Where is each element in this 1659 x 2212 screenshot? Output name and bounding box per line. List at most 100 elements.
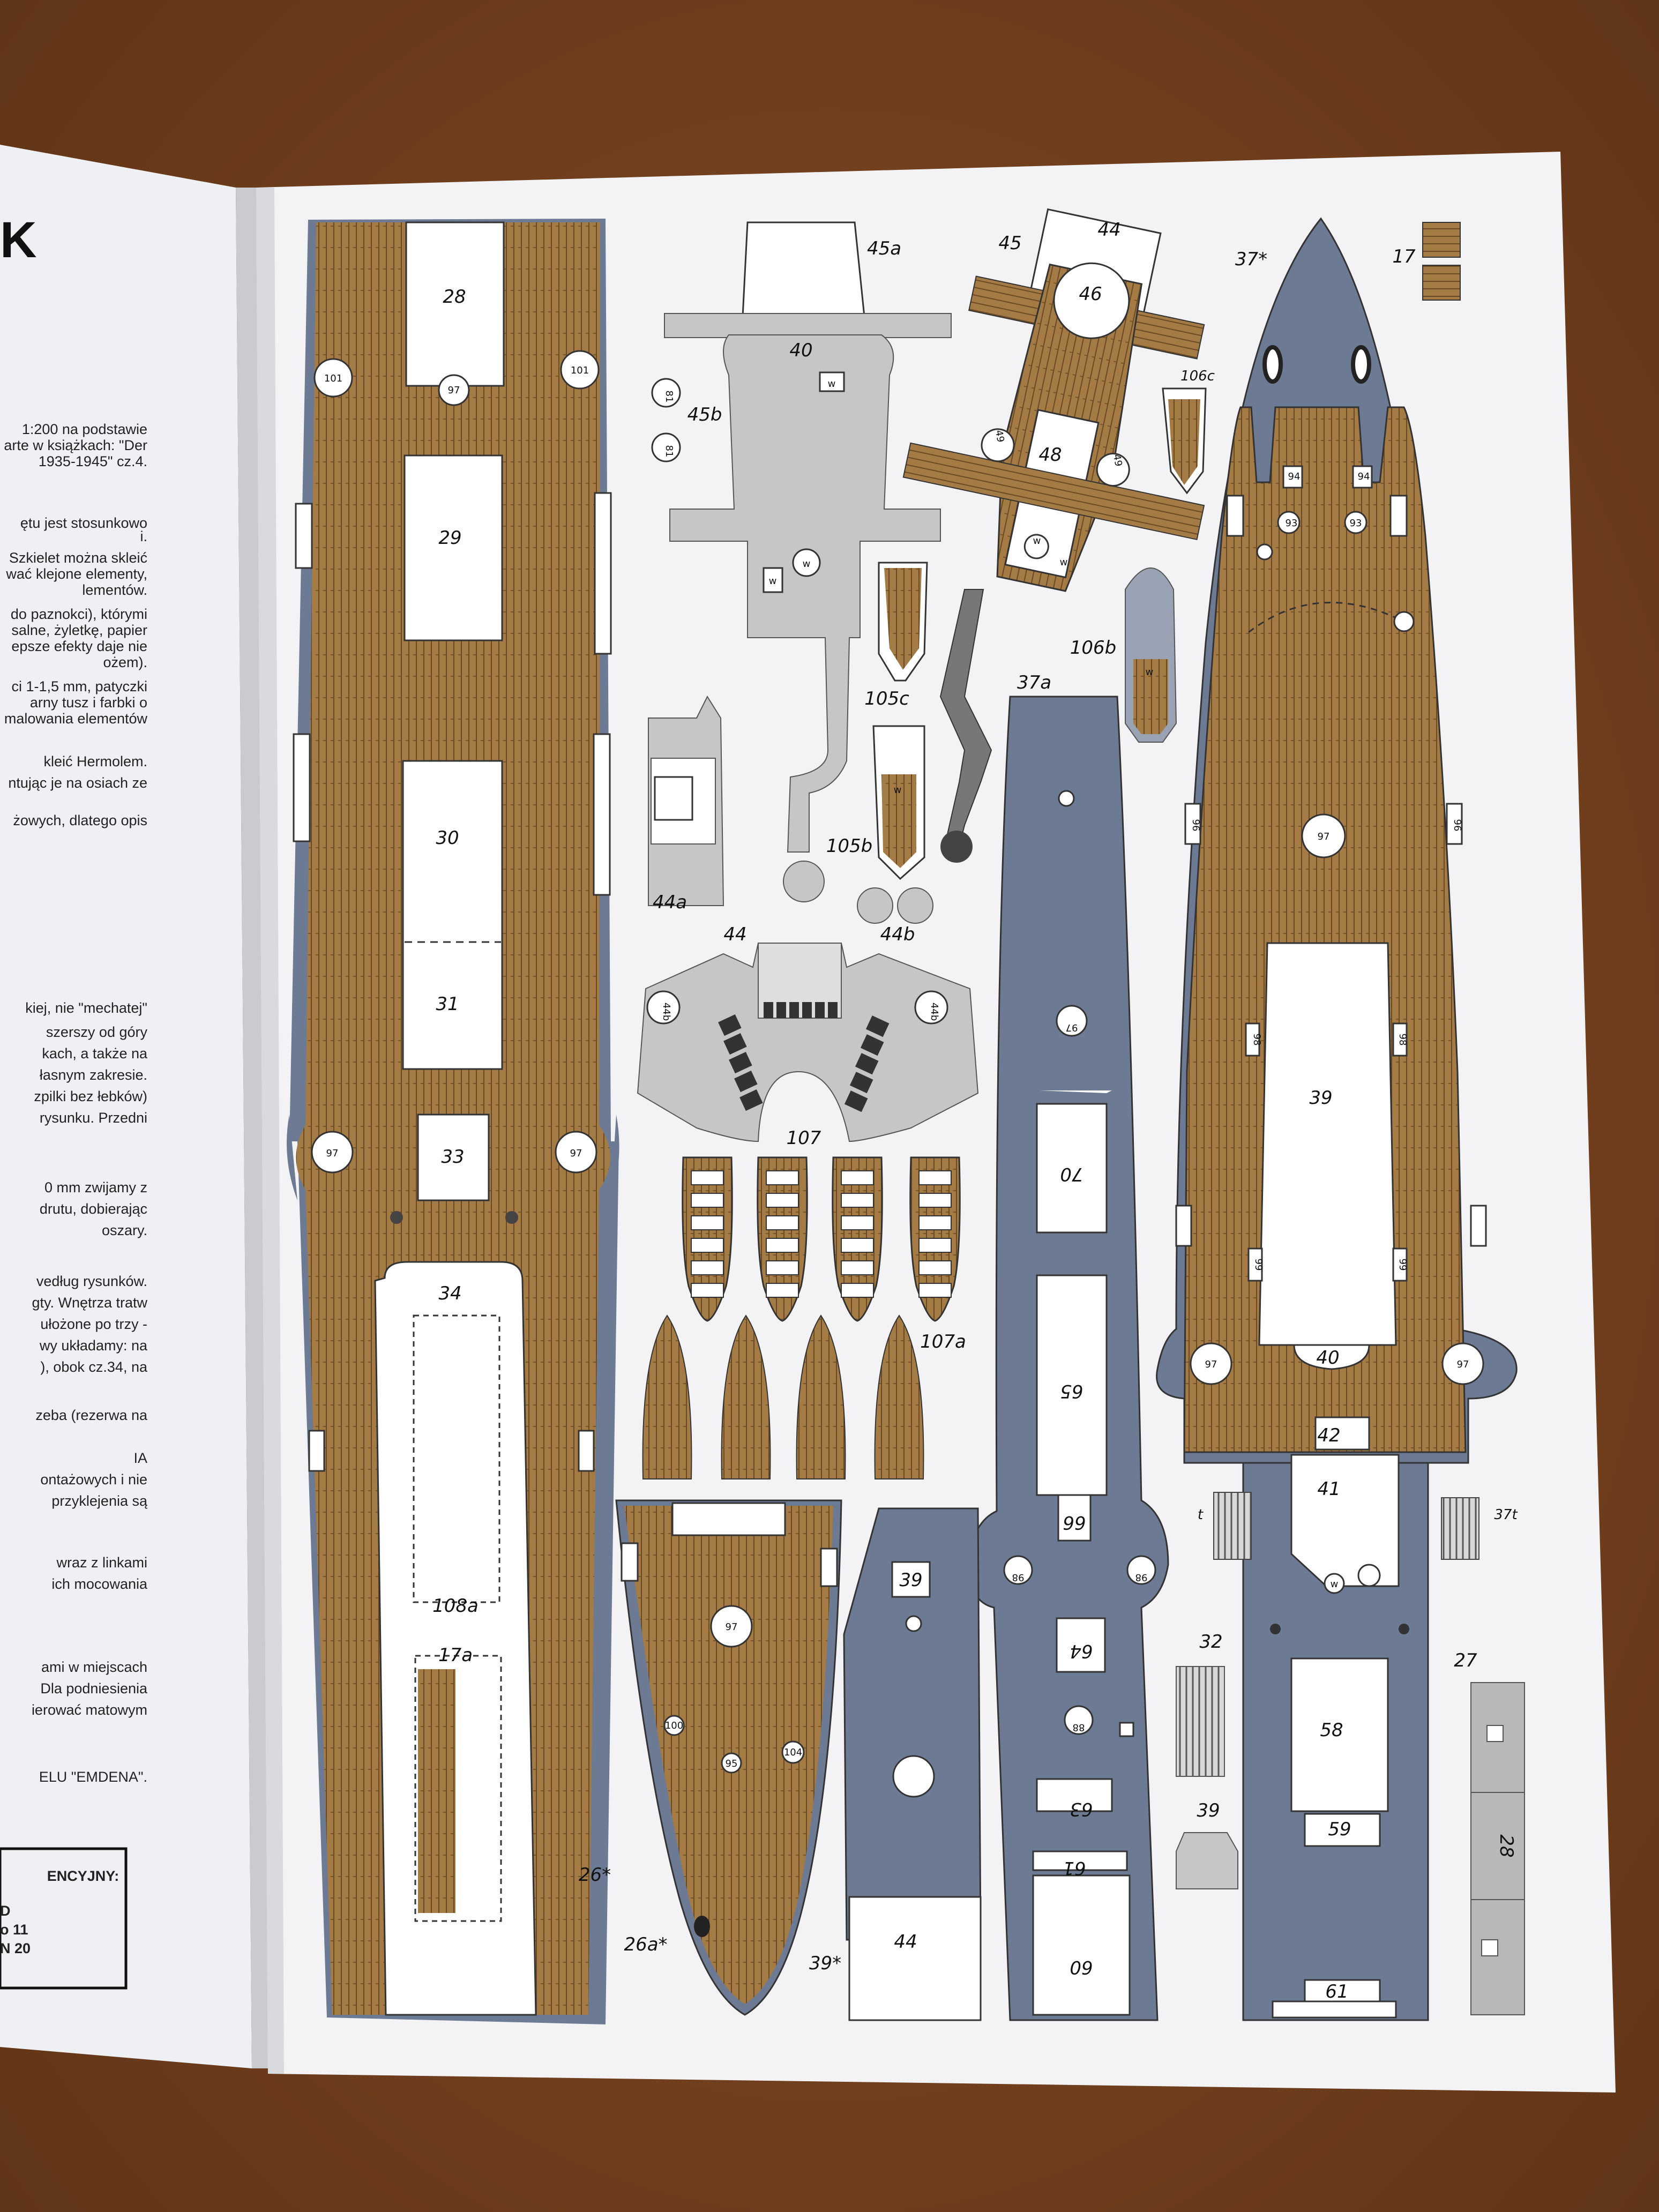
- part-label: 34: [438, 1283, 461, 1304]
- part-label: 17: [1392, 246, 1416, 267]
- bridge-window: [776, 1002, 786, 1018]
- part-label: 107a: [920, 1331, 966, 1352]
- part-label: 49: [1111, 453, 1124, 467]
- part-label: 45: [998, 233, 1021, 254]
- part-label: 26a*: [624, 1934, 667, 1955]
- lifeboat-thwart: [766, 1193, 799, 1208]
- info-box-line: o 11: [0, 1922, 28, 1938]
- left-page-line: żowych, dlatego opis: [13, 812, 147, 828]
- lifeboat-hull: [642, 1314, 692, 1479]
- bridge-window: [855, 1053, 879, 1075]
- left-page-line: wać klejone elementy,: [5, 566, 147, 582]
- left-page-line: ich mocowania: [51, 1576, 148, 1592]
- part-label: 40: [1316, 1347, 1339, 1369]
- part-label: 37t: [1494, 1507, 1518, 1523]
- part-label: 104: [784, 1747, 802, 1758]
- lifeboat-thwart: [918, 1260, 952, 1275]
- part-label: 58: [1320, 1720, 1343, 1741]
- part-label: w: [1033, 535, 1041, 547]
- left-page-line: 0 mm zwijamy z: [44, 1179, 147, 1195]
- part-label: 66: [1063, 1512, 1086, 1533]
- bridge-window: [764, 1002, 773, 1018]
- part-label: 63: [1070, 1798, 1093, 1820]
- left-page-line: zpilki bez łebków): [34, 1088, 147, 1104]
- part-label: w: [828, 378, 836, 390]
- bridge-parts: [637, 221, 1207, 1142]
- part-label: 108a: [432, 1595, 479, 1617]
- part-label: 98: [1012, 1572, 1025, 1583]
- info-box: [0, 1847, 128, 1990]
- left-page-line: kach, a także na: [42, 1045, 148, 1062]
- part-label: 49: [993, 429, 1006, 443]
- part-label: 98: [1135, 1572, 1148, 1583]
- part-label: 81: [663, 391, 675, 403]
- part-label: 70: [1060, 1163, 1083, 1185]
- left-page-line: szerszy od góry: [46, 1024, 148, 1040]
- part-label: 61: [1063, 1857, 1086, 1879]
- bridge-window: [815, 1002, 825, 1018]
- part-label: 28: [443, 286, 466, 308]
- part-label: 42: [1317, 1425, 1340, 1446]
- part-label: 44b: [929, 1003, 940, 1021]
- part-label: 44b: [880, 924, 915, 945]
- bridge-window: [860, 1034, 884, 1056]
- part-label: 100: [665, 1720, 683, 1731]
- left-page-line: zeba (rezerwa na: [35, 1407, 148, 1423]
- part-label: 29: [438, 527, 461, 549]
- left-header-fragment: K: [0, 212, 37, 268]
- part-label: 97: [570, 1148, 582, 1159]
- left-page-line: lementów.: [82, 582, 147, 598]
- part-label: t: [1198, 1507, 1204, 1523]
- part-label: 48: [1038, 444, 1062, 466]
- part-label: 41: [1317, 1478, 1340, 1500]
- part-label: 39: [1197, 1800, 1220, 1821]
- bridge-window: [789, 1002, 799, 1018]
- part-label: 93: [1286, 518, 1298, 529]
- part-label: 30: [436, 827, 459, 849]
- part-label: 45b: [687, 404, 722, 425]
- part-label: 45a: [867, 238, 901, 259]
- bridge-window: [729, 1051, 752, 1074]
- left-page-line: 1935-1945" cz.4.: [39, 453, 147, 469]
- lifeboat-thwart: [841, 1215, 874, 1230]
- bridge-window: [723, 1033, 747, 1055]
- left-page-line: kleić Hermolem.: [43, 753, 147, 769]
- bridge-window: [802, 1002, 812, 1018]
- lifeboat-thwart: [841, 1170, 874, 1185]
- info-box-line: ENCYJNY:: [47, 1868, 119, 1884]
- part-label: 96: [1190, 819, 1201, 832]
- part-label: 31: [436, 993, 459, 1015]
- left-page-line: vedług rysunków.: [36, 1273, 147, 1289]
- lifeboat-thwart: [918, 1215, 952, 1230]
- left-page-line: Szkielet można skleić: [9, 550, 147, 566]
- part-label: 105c: [864, 688, 909, 709]
- part-label: 97: [1205, 1359, 1217, 1370]
- part-label: 59: [1328, 1819, 1351, 1840]
- part-label: 98: [1397, 1034, 1408, 1046]
- lifeboat-hull: [796, 1314, 846, 1479]
- left-page-line: ontażowych i nie: [40, 1471, 147, 1488]
- left-page-line: arte w książkach: "Der: [4, 437, 147, 453]
- bridge-window: [849, 1072, 873, 1094]
- part-label: 105b: [826, 835, 872, 857]
- lifeboat-thwart: [918, 1283, 952, 1298]
- part-label: 94: [1358, 471, 1370, 482]
- left-page-line: wy układamy: na: [39, 1337, 148, 1354]
- part-label: 81: [663, 445, 675, 458]
- left-page-line: ierować matowym: [32, 1702, 147, 1718]
- deck-center: [966, 696, 1169, 2021]
- lifeboat-thwart: [841, 1260, 874, 1275]
- left-page-line: ELU "EMDENA".: [39, 1769, 147, 1785]
- part-label: 88: [1073, 1722, 1085, 1733]
- part-label: 44: [894, 1931, 917, 1953]
- part-label: 61: [1325, 1981, 1348, 2002]
- info-box-text: ENCYJNY:Do 11N 20: [0, 1868, 119, 1956]
- lifeboat-hull: [874, 1314, 924, 1479]
- part-label: w: [1331, 1579, 1339, 1590]
- left-page-line: i.: [140, 528, 148, 544]
- left-page-line: ntując je na osiach ze: [8, 775, 147, 791]
- lifeboat-thwart: [918, 1170, 952, 1185]
- part-label: 97: [726, 1621, 738, 1633]
- left-page-line: salne, żyletkę, papier: [11, 622, 147, 638]
